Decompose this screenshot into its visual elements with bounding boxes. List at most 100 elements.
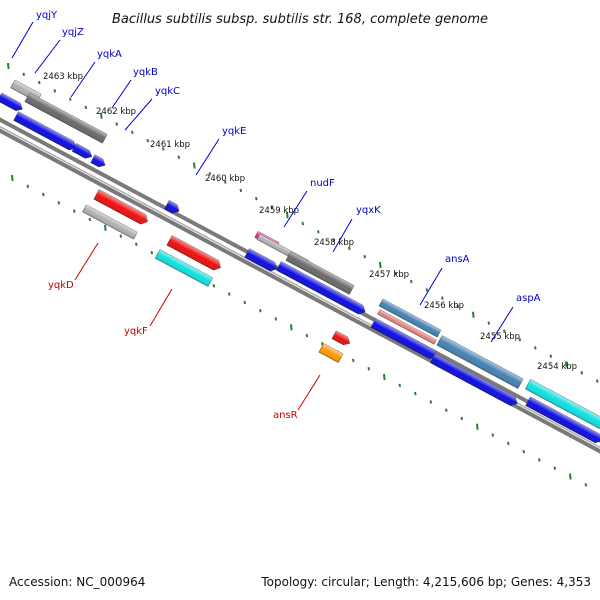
upper-scale-tick	[177, 155, 181, 159]
leader-line-forward	[490, 306, 514, 343]
gene-label-forward-5: yqkE	[222, 126, 246, 137]
gene-yqkF	[166, 235, 221, 271]
gene-aspA-next-shade	[525, 379, 600, 429]
leader-line-forward	[111, 79, 132, 109]
gene-ansA-2	[377, 309, 437, 345]
lower-scale-tick	[290, 324, 293, 331]
gene-yqxK-a-shade	[285, 251, 355, 295]
lower-scale-tick	[429, 400, 433, 404]
upper-scale-tick	[239, 188, 243, 193]
gene-aspA-next	[525, 379, 600, 429]
gene-yqkC-shade	[72, 143, 92, 159]
upper-scale-tick	[410, 279, 413, 284]
lower-scale-tick	[445, 408, 448, 412]
gene-aspA-shade	[436, 335, 524, 389]
gene-label-forward-9: aspA	[516, 293, 541, 304]
leader-line-forward	[124, 98, 153, 131]
gene-label-forward-0: yqjY	[36, 10, 58, 21]
gene-label-reverse-2: ansR	[273, 410, 298, 421]
upper-scale-tick	[363, 255, 367, 259]
gene-yqxK-a	[285, 251, 355, 295]
upper-scale-tick	[162, 147, 165, 151]
lower-scale-tick	[243, 300, 247, 305]
accession-text: Accession: NC_000964	[9, 575, 145, 589]
scale-label-2: 2461 kbp	[150, 140, 190, 150]
upper-scale-tick	[518, 337, 522, 342]
lower-scale-tick	[104, 224, 107, 231]
upper-scale-tick	[270, 205, 274, 209]
gene-yqkD	[93, 189, 148, 225]
scale-label-9: 2454 kbp	[537, 362, 577, 372]
lower-scale-tick	[398, 383, 402, 388]
upper-scale-tick	[596, 379, 599, 383]
lower-scale-tick	[135, 242, 138, 247]
upper-scale-tick	[53, 89, 57, 93]
gene-ansR-shade	[318, 343, 344, 363]
gene-aspA-next-2	[525, 396, 600, 444]
gene-label-forward-2: yqkA	[97, 49, 122, 60]
upper-scale-tick	[38, 80, 41, 85]
lower-scale-tick	[57, 201, 61, 205]
upper-scale-tick	[7, 62, 10, 70]
gene-yqkF-2	[154, 249, 214, 287]
lower-scale-tick	[88, 217, 92, 222]
lower-scale-tick	[367, 367, 371, 371]
upper-scale-tick	[69, 97, 72, 101]
gene-yqxK-b-shade	[244, 248, 277, 272]
upper-scale-tick	[208, 172, 212, 176]
scale-label-6: 2457 kbp	[369, 270, 409, 280]
lower-scale-tick	[491, 433, 495, 437]
upper-scale-tick	[472, 311, 475, 318]
leader-line-forward	[332, 218, 353, 253]
gene-ansA	[378, 298, 442, 338]
upper-scale-tick	[549, 354, 553, 358]
lower-scale-tick	[26, 184, 30, 188]
scale-label-8: 2455 kbp	[480, 332, 520, 342]
gene-yqkE-shade	[164, 200, 180, 214]
gene-label-reverse-1: yqkF	[124, 326, 148, 337]
lower-scale-tick	[150, 250, 154, 255]
gene-yqkC-2	[90, 154, 106, 168]
leader-line-forward	[195, 138, 220, 176]
lower-scale-tick	[460, 416, 464, 421]
lower-scale-tick	[352, 358, 355, 363]
gene-yqjY	[0, 92, 23, 111]
upper-scale-tick	[317, 230, 320, 234]
scale-label-0: 2463 kbp	[43, 72, 83, 82]
gene-features	[0, 79, 600, 444]
upper-scale-tick	[534, 346, 537, 350]
gene-ansA-2-shade	[377, 309, 437, 345]
gene-label-forward-4: yqkC	[155, 86, 180, 97]
lower-scale-tick	[553, 466, 557, 470]
lower-scale-tick	[11, 174, 14, 182]
scale-label-3: 2460 kbp	[205, 174, 245, 184]
gene-yqkB-shade	[13, 111, 76, 151]
leader-line-forward	[419, 267, 443, 306]
lower-scale-tick	[414, 391, 417, 396]
gene-yqkD-shadow-shade	[82, 204, 138, 240]
leader-line-reverse	[297, 374, 321, 411]
lower-scale-tick	[228, 292, 231, 296]
lower-scale-tick	[305, 333, 309, 338]
upper-scale-tick	[503, 329, 506, 334]
scale-ticks	[7, 62, 599, 487]
gene-aspA-2-shade	[430, 353, 518, 406]
gene-yqkA	[24, 92, 108, 144]
upper-scale-tick	[348, 246, 351, 251]
upper-scale-tick	[441, 296, 444, 300]
lower-scale-tick	[522, 449, 526, 454]
gene-yqkE	[164, 200, 180, 214]
upper-scale-tick	[565, 361, 568, 368]
gene-ansR-red-shade	[331, 330, 350, 345]
upper-scale-tick	[379, 261, 382, 269]
lower-scale-tick	[569, 473, 572, 480]
lower-scale-tick	[507, 441, 510, 446]
lower-scale-tick	[73, 209, 76, 213]
gene-label-forward-7: yqxK	[356, 205, 381, 216]
gene-yqkD-shade	[93, 189, 148, 225]
lower-scale-tick	[274, 317, 278, 321]
upper-scale-tick	[224, 180, 227, 184]
lower-scale-tick	[476, 423, 479, 430]
